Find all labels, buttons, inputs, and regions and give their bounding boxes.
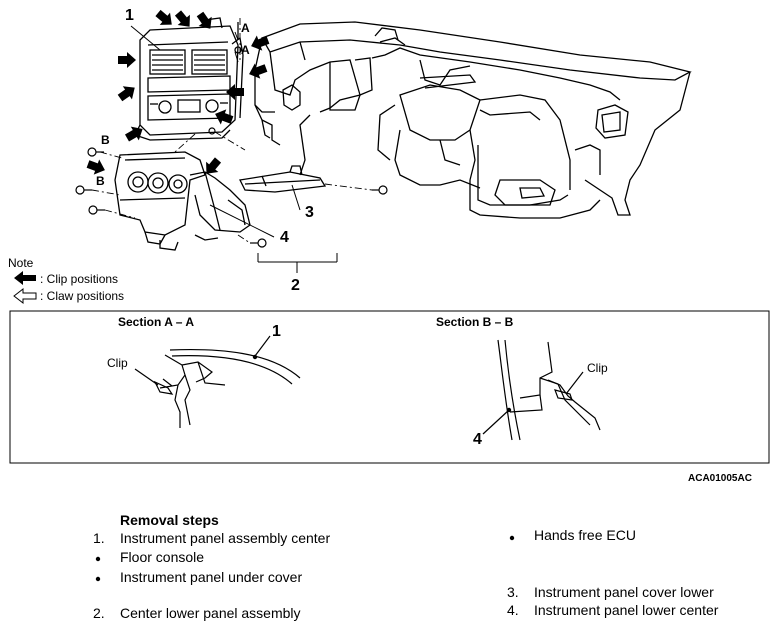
section-bb-part-label: 4 [473,431,482,448]
clip-arrow-icon [118,52,136,68]
claw-legend-icon [13,287,37,305]
callout-4: 4 [280,229,289,246]
removal-step-marker: 2. [93,605,105,621]
removal-step-marker: 4. [507,602,519,618]
lower-panel-drawing [114,151,251,251]
section-aa-title: Section A – A [118,315,195,329]
callout-2: 2 [291,277,300,294]
clip-arrow-icon [251,35,270,51]
callout-3: 3 [305,204,314,221]
section-bb-title: Section B – B [436,315,514,329]
clip-arrow-icon [117,86,135,102]
note-title: Note [8,256,34,270]
removal-step-bullet: ● [93,569,101,585]
section-marker-a-bottom: A [241,43,250,57]
clip-legend-icon [14,271,36,285]
clip-arrow-icon [215,109,234,125]
clip-arrow-icon [206,157,222,174]
alignment-lines [91,18,373,244]
clip-arrow-icon [249,63,268,79]
cover-lower-drawing [239,165,327,193]
removal-step-marker: 3. [507,584,519,600]
clip-arrow-icon [86,159,105,175]
panel-center-drawing [134,17,244,141]
section-marker-a-top: A [241,21,250,35]
removal-step-bullet: ● [93,549,101,565]
section-aa-part-label: 1 [272,323,281,340]
clip-arrows [86,9,270,175]
removal-step-text: Instrument panel assembly center [120,530,331,546]
removal-step-text: Instrument panel cover lower [534,584,714,600]
clip-arrow-icon [174,10,190,27]
removal-step-text: Instrument panel under cover [120,569,303,585]
clip-arrow-icon [125,126,143,142]
removal-step-text: Instrument panel lower center [534,602,719,618]
section-marker-b-top: B [101,133,110,147]
section-aa-clip-label: Clip [107,356,128,370]
note-claw-label: : Claw positions [40,289,125,303]
figure-code: ACA01005AC [688,473,752,484]
leader-lines [130,25,338,273]
clip-arrow-icon [226,84,244,100]
section-aa-drawing [134,335,301,428]
removal-step-marker: 1. [93,530,105,546]
callout-1: 1 [125,7,134,24]
note-clip-label: : Clip positions [40,272,119,286]
removal-steps-title: Removal steps [120,512,219,528]
section-bb-clip-label: Clip [587,361,608,375]
removal-step-text: Floor console [120,549,205,565]
removal-bullets [95,535,515,582]
section-marker-b-bottom: B [96,174,105,188]
fasteners [75,127,388,248]
dashboard-drawing [254,21,692,219]
section-box [9,310,770,464]
clip-arrow-icon [196,11,212,29]
removal-step-text: Center lower panel assembly [120,605,301,621]
section-bb-drawing [482,339,601,441]
removal-step-bullet: ● [507,527,515,543]
clip-arrow-icon [155,9,172,25]
removal-step-text: Hands free ECU [534,527,636,543]
